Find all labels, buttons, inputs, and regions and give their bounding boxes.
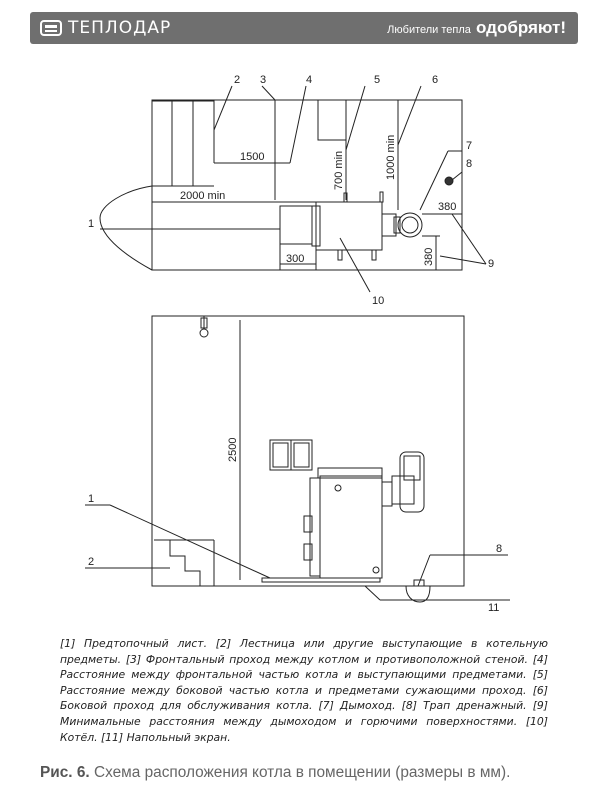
label-2: 2 xyxy=(234,74,240,86)
lamp-icon xyxy=(199,328,209,338)
elevation-room-outline xyxy=(151,315,465,587)
dim-300: 300 xyxy=(286,253,304,265)
elevation-boiler xyxy=(319,475,383,579)
leader-8 xyxy=(451,171,463,181)
leader-4 xyxy=(289,85,307,164)
label-6: 6 xyxy=(432,74,438,86)
boiler-placement-diagram: 1 2 3 4 5 6 7 8 9 10 11 1 2 8 1500 2000 … xyxy=(85,74,510,614)
dim-1000-min: 1000 min xyxy=(385,135,397,180)
label-9: 9 xyxy=(488,258,494,270)
dim-380-vertical: 380 xyxy=(423,248,435,266)
label-5: 5 xyxy=(374,74,380,86)
caption-text: Схема расположения котла в помещении (ра… xyxy=(89,764,511,781)
leader-9a xyxy=(451,213,487,265)
dim-700-min: 700 min xyxy=(333,151,345,190)
dim-2000-min: 2000 min xyxy=(180,190,225,202)
legend-text: [1] Предтопочный лист. [2] Лестница или … xyxy=(60,637,548,744)
label-2-bottom: 2 xyxy=(88,556,94,568)
brand-name: ТЕПЛОДАР xyxy=(68,18,172,38)
label-3: 3 xyxy=(260,74,266,86)
brand-header: ТЕПЛОДАР Любители тепла одобряют! xyxy=(30,12,578,44)
leader-10 xyxy=(339,237,371,293)
elevation-fire-sheet xyxy=(261,577,381,583)
plan-boiler xyxy=(315,201,383,251)
label-8: 8 xyxy=(466,158,472,170)
door-swing xyxy=(99,185,153,271)
label-7: 7 xyxy=(466,140,472,152)
slogan-bold: одобряют! xyxy=(476,18,566,37)
label-10: 10 xyxy=(372,295,384,307)
label-1-bottom: 1 xyxy=(88,493,94,505)
leader-6 xyxy=(397,85,422,146)
brand-logo: ТЕПЛОДАР xyxy=(40,18,171,38)
elevation-burner xyxy=(399,451,425,513)
label-8-bottom: 8 xyxy=(496,543,502,555)
label-11: 11 xyxy=(488,602,499,614)
plan-chimney xyxy=(397,212,423,238)
leader-9b xyxy=(439,255,487,265)
logo-mark-icon xyxy=(40,20,62,36)
label-4: 4 xyxy=(306,74,312,86)
caption-label: Рис. 6. xyxy=(40,764,90,781)
plan-fire-sheet xyxy=(279,205,313,245)
label-1: 1 xyxy=(88,218,94,230)
leader-3 xyxy=(261,85,276,101)
plan-drain xyxy=(444,176,454,186)
dim-2500: 2500 xyxy=(227,438,239,462)
slogan-prefix: Любители тепла xyxy=(387,24,471,36)
figure-caption: Рис. 6. Схема расположения котла в помещ… xyxy=(40,764,580,782)
elevation-view xyxy=(85,315,510,603)
dim-380-horizontal: 380 xyxy=(438,201,456,213)
plan-view xyxy=(99,85,487,293)
elevation-drain xyxy=(405,585,431,603)
slogan: Любители тепла одобряют! xyxy=(387,18,566,38)
dim-1500: 1500 xyxy=(240,151,264,163)
plan-room-outline xyxy=(151,99,463,271)
leader-5 xyxy=(345,85,366,151)
leader-2 xyxy=(213,85,233,131)
